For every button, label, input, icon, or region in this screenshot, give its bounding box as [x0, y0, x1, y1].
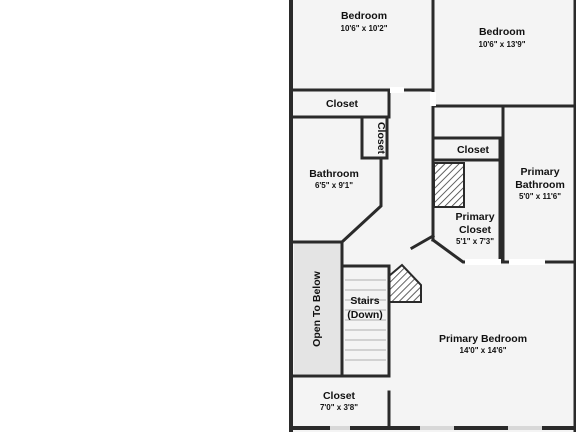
- doorway: [390, 87, 404, 93]
- bedroom-right-name: Bedroom: [479, 26, 525, 38]
- openings: [330, 87, 545, 430]
- primary-bathroom-name-1: Primary: [520, 166, 559, 178]
- open-to-below-name: Open To Below: [311, 270, 323, 346]
- closet-bottom-name: Closet: [323, 390, 356, 402]
- primary-bedroom-dims: 14'0" x 14'6": [460, 346, 507, 355]
- closet-upper-left-name: Closet: [326, 98, 359, 110]
- doorway: [465, 259, 501, 265]
- closet-bottom-dims: 7'0" x 3'8": [320, 403, 358, 412]
- primary-closet-name-2: Closet: [459, 224, 492, 236]
- bedroom-left-dims: 10'6" x 10'2": [341, 24, 388, 33]
- window: [420, 426, 454, 430]
- open-to-below-area: [294, 242, 342, 374]
- walls: [289, 0, 576, 432]
- primary-bathroom-dims: 5'0" x 11'6": [519, 192, 561, 201]
- primary-closet-name-1: Primary: [455, 211, 494, 223]
- bedroom-left-name: Bedroom: [341, 10, 387, 22]
- window: [508, 426, 542, 430]
- window: [330, 426, 350, 430]
- room-labels: Bedroom 10'6" x 10'2" Bedroom 10'6" x 13…: [309, 10, 565, 412]
- stairs-name-2: (Down): [347, 309, 383, 321]
- stairs-name-1: Stairs: [350, 295, 379, 307]
- doorway: [430, 92, 436, 106]
- primary-closet-dims: 5'1" x 7'3": [456, 237, 494, 246]
- bathroom-name: Bathroom: [309, 168, 359, 180]
- primary-bathroom-name-2: Bathroom: [515, 179, 565, 191]
- primary-bedroom-name: Primary Bedroom: [439, 333, 527, 345]
- doorway: [509, 259, 545, 265]
- closet-center-name: Closet: [457, 144, 490, 156]
- hatched-chase-closet: [433, 162, 465, 208]
- stair-treads: [345, 279, 386, 361]
- closet-vertical-name: Closet: [375, 122, 387, 155]
- bathroom-dims: 6'5" x 9'1": [315, 181, 353, 190]
- bedroom-right-dims: 10'6" x 13'9": [479, 40, 526, 49]
